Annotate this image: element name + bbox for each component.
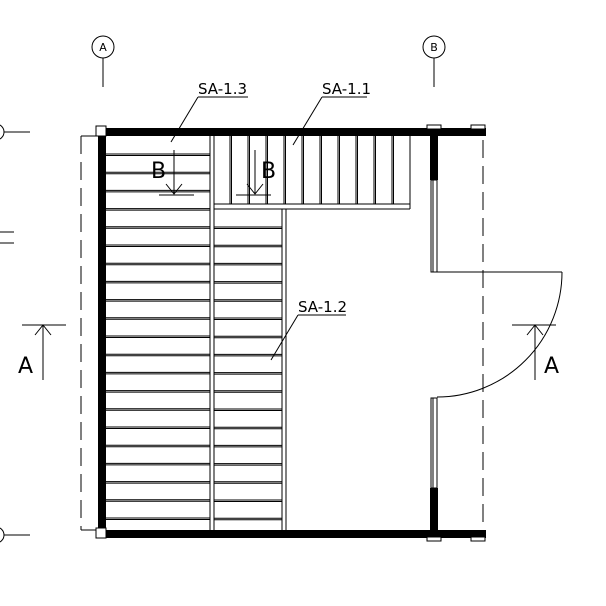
dashed-outline (80, 135, 484, 531)
section-label: A (544, 354, 559, 379)
column-markers (95, 124, 486, 542)
stair-label: SA-1.2 (298, 298, 347, 316)
grid-bubble-label: A (99, 41, 107, 54)
section-label: A (18, 354, 33, 379)
section-label: B (151, 159, 166, 184)
walls (98, 128, 486, 538)
section-b-marker-1: B (151, 150, 194, 196)
section-a-marker-left: A (18, 324, 66, 380)
grid-bubble-b: B (422, 35, 446, 87)
grid-line-stubs (0, 124, 30, 543)
stair-sa-1-3-treads (106, 153, 210, 520)
grid-bubble-label: B (430, 41, 438, 54)
stair-label: SA-1.3 (198, 80, 247, 98)
section-b-marker-2: B (236, 150, 276, 196)
section-a-marker-right: A (512, 324, 559, 380)
door-swing (436, 271, 563, 398)
stair-sa-1-1-treads (229, 136, 394, 204)
section-label: B (261, 159, 276, 184)
label-sa-1-3: SA-1.3 (170, 80, 248, 143)
grid-bubble-a: A (91, 35, 115, 87)
stair-label: SA-1.1 (322, 80, 371, 98)
window-east (430, 179, 438, 489)
label-sa-1-2: SA-1.2 (270, 298, 347, 361)
stair-sa-1-2-treads (214, 226, 282, 521)
stair-edges (209, 136, 411, 530)
label-sa-1-1: SA-1.1 (292, 80, 371, 146)
